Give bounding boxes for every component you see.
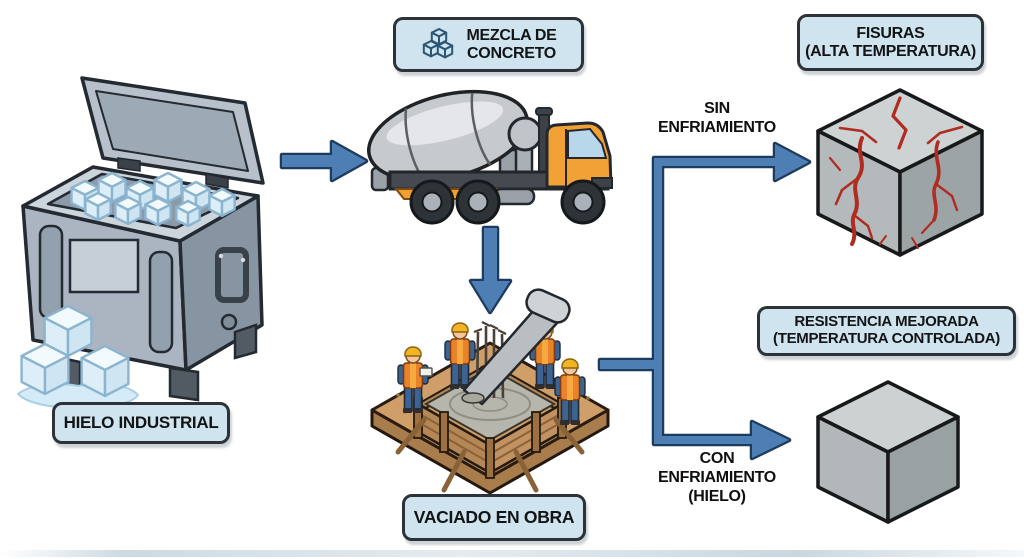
label-vaciado-en-obra: VACIADO EN OBRA (402, 494, 586, 541)
label-hielo-industrial: HIELO INDUSTRIAL (52, 402, 230, 444)
arrow-label-con-enfriamiento: CON ENFRIAMIENTO (HIELO) (636, 450, 798, 507)
sound-concrete-cube (816, 380, 960, 524)
con-line3: (HIELO) (688, 487, 746, 505)
mixer-truck-illustration (366, 89, 613, 225)
label-mezcla-de-concreto: MEZCLA DE CONCRETO (393, 17, 584, 72)
cracked-concrete-cube (816, 88, 984, 257)
resistencia-line1: RESISTENCIA MEJORADA (794, 313, 979, 331)
arrow-branch-site-to-results (600, 144, 809, 458)
ice-cubes-icon (423, 27, 454, 58)
arrow-ice-to-truck (282, 142, 366, 180)
arrow-label-sin-enfriamiento: SIN ENFRIAMIENTO (638, 100, 796, 138)
label-resistencia-mejorada: RESISTENCIA MEJORADA (TEMPERATURA CONTRO… (757, 306, 1016, 356)
fisuras-line1: FISURAS (856, 24, 925, 42)
arrow-truck-to-site (471, 228, 510, 312)
concrete-pour-site-illustration (370, 288, 610, 495)
fisuras-line2: (ALTA TEMPERATURA) (805, 42, 976, 60)
resistencia-line2: (TEMPERATURA CONTROLADA) (773, 330, 1000, 347)
mezcla-line1: MEZCLA DE (466, 26, 557, 44)
mezcla-line2: CONCRETO (467, 44, 556, 62)
sin-line2: ENFRIAMIENTO (658, 118, 776, 136)
bottom-shadow-band (0, 550, 1024, 557)
label-fisuras: FISURAS (ALTA TEMPERATURA) (797, 14, 984, 71)
vaciado-text: VACIADO EN OBRA (413, 506, 575, 527)
sin-line1: SIN (704, 100, 730, 117)
hielo-industrial-text: HIELO INDUSTRIAL (63, 413, 219, 433)
con-line2: ENFRIAMIENTO (658, 468, 776, 486)
con-line1: CON (699, 450, 735, 467)
